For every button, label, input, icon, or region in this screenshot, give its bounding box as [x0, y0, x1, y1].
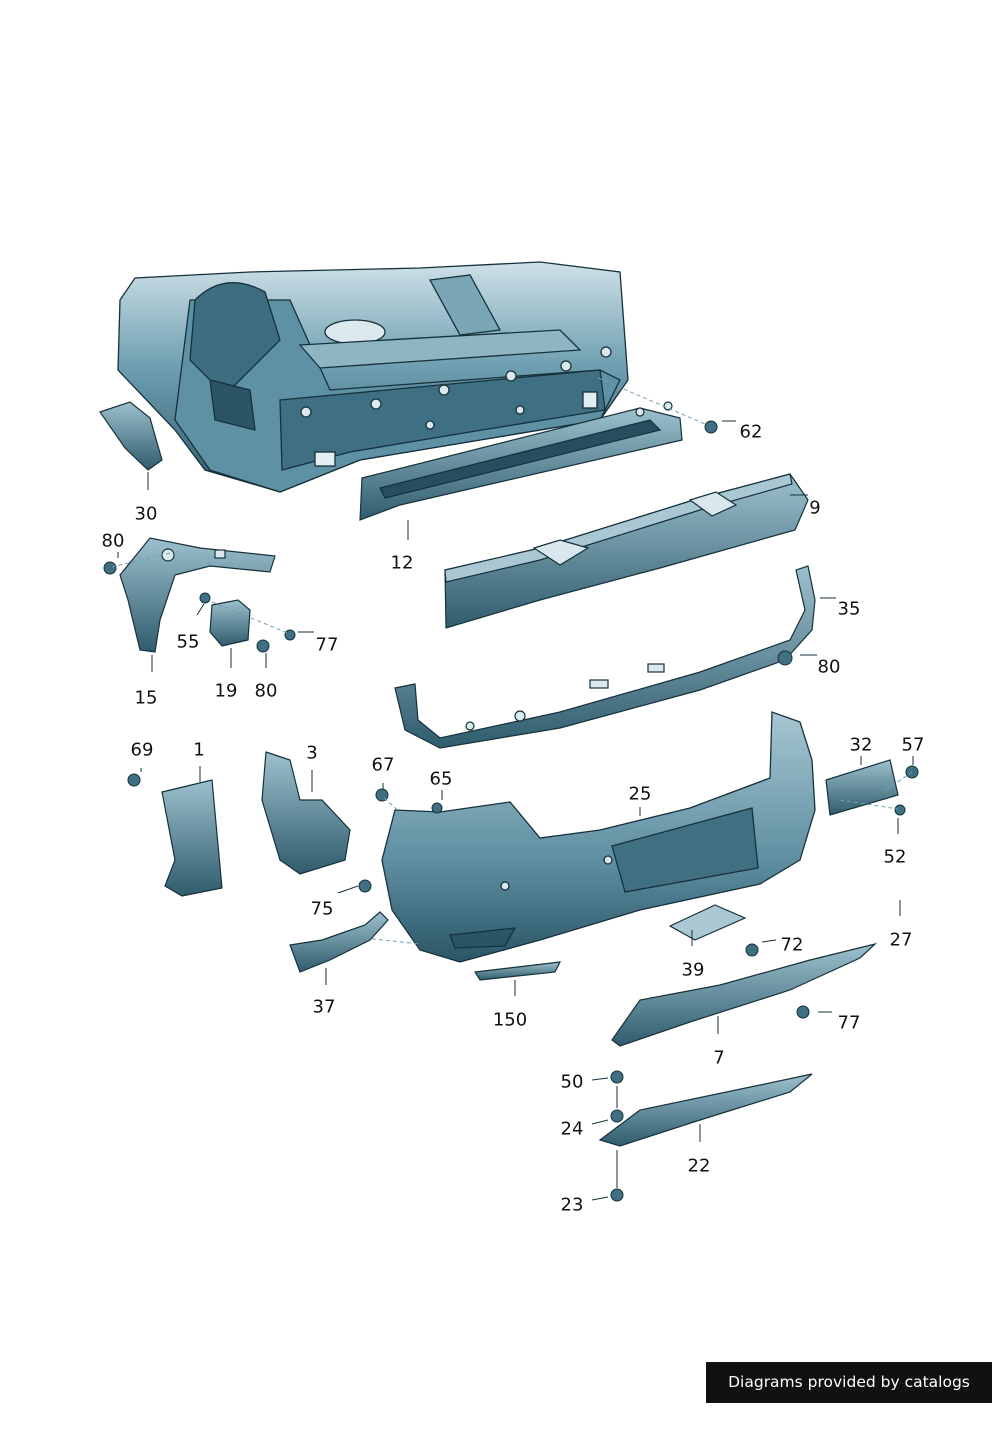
callout-39: 39: [681, 959, 705, 981]
callout-3: 3: [306, 742, 318, 764]
leader-lines: [117, 420, 914, 1201]
callout-57: 57: [901, 734, 925, 756]
parts-diagram: [99, 261, 919, 1202]
callout-72: 72: [780, 934, 804, 956]
callout-22: 22: [687, 1155, 711, 1177]
part-22-trim: [598, 1073, 813, 1147]
callout-1: 1: [193, 739, 205, 761]
alignment-lines: [111, 377, 913, 945]
fasteners: [103, 420, 919, 1202]
part-19-clip: [209, 599, 251, 647]
callout-69: 69: [130, 739, 154, 761]
callout-35: 35: [837, 598, 861, 620]
callout-23: 23: [560, 1194, 584, 1216]
callout-62: 62: [739, 421, 763, 443]
part-3-guide: [261, 751, 351, 875]
callout-55: 55: [176, 631, 200, 653]
callout-27: 27: [889, 929, 913, 951]
callout-80-right: 80: [817, 656, 841, 678]
part-1-bracket: [161, 779, 223, 897]
credit-banner: Diagrams provided by catalogs parts: [706, 1362, 992, 1432]
callout-77-lower: 77: [837, 1012, 861, 1034]
callout-50: 50: [560, 1071, 584, 1093]
part-150-trim: [473, 961, 562, 981]
part-35-bumper-carrier: [394, 565, 816, 749]
callout-24: 24: [560, 1118, 584, 1140]
part-25-bumper-cover: [381, 711, 816, 963]
callout-37: 37: [312, 996, 336, 1018]
part-32-plate: [825, 759, 899, 816]
callout-7: 7: [713, 1047, 725, 1069]
callout-77-upper: 77: [315, 634, 339, 656]
callout-80-top-left: 80: [101, 530, 125, 552]
callout-67: 67: [371, 754, 395, 776]
callout-32: 32: [849, 734, 873, 756]
callout-19: 19: [214, 680, 238, 702]
callout-52: 52: [883, 846, 907, 868]
part-30-bracket: [99, 401, 163, 471]
part-7-diffuser: [611, 942, 878, 1047]
part-39-bracket: [668, 904, 747, 941]
part-9-absorber: [444, 473, 809, 629]
callout-150: 150: [492, 1009, 528, 1031]
part-12-reinforcement: [359, 401, 683, 521]
rear-body-floor: [117, 261, 629, 493]
callout-25: 25: [628, 783, 652, 805]
callout-15: 15: [134, 687, 158, 709]
callout-80-lower-left: 80: [254, 680, 278, 702]
callout-9: 9: [809, 497, 821, 519]
callout-12: 12: [390, 552, 414, 574]
callout-30: 30: [134, 503, 158, 525]
callout-65: 65: [429, 768, 453, 790]
part-37-bracket: [289, 911, 389, 973]
callout-75: 75: [310, 898, 334, 920]
